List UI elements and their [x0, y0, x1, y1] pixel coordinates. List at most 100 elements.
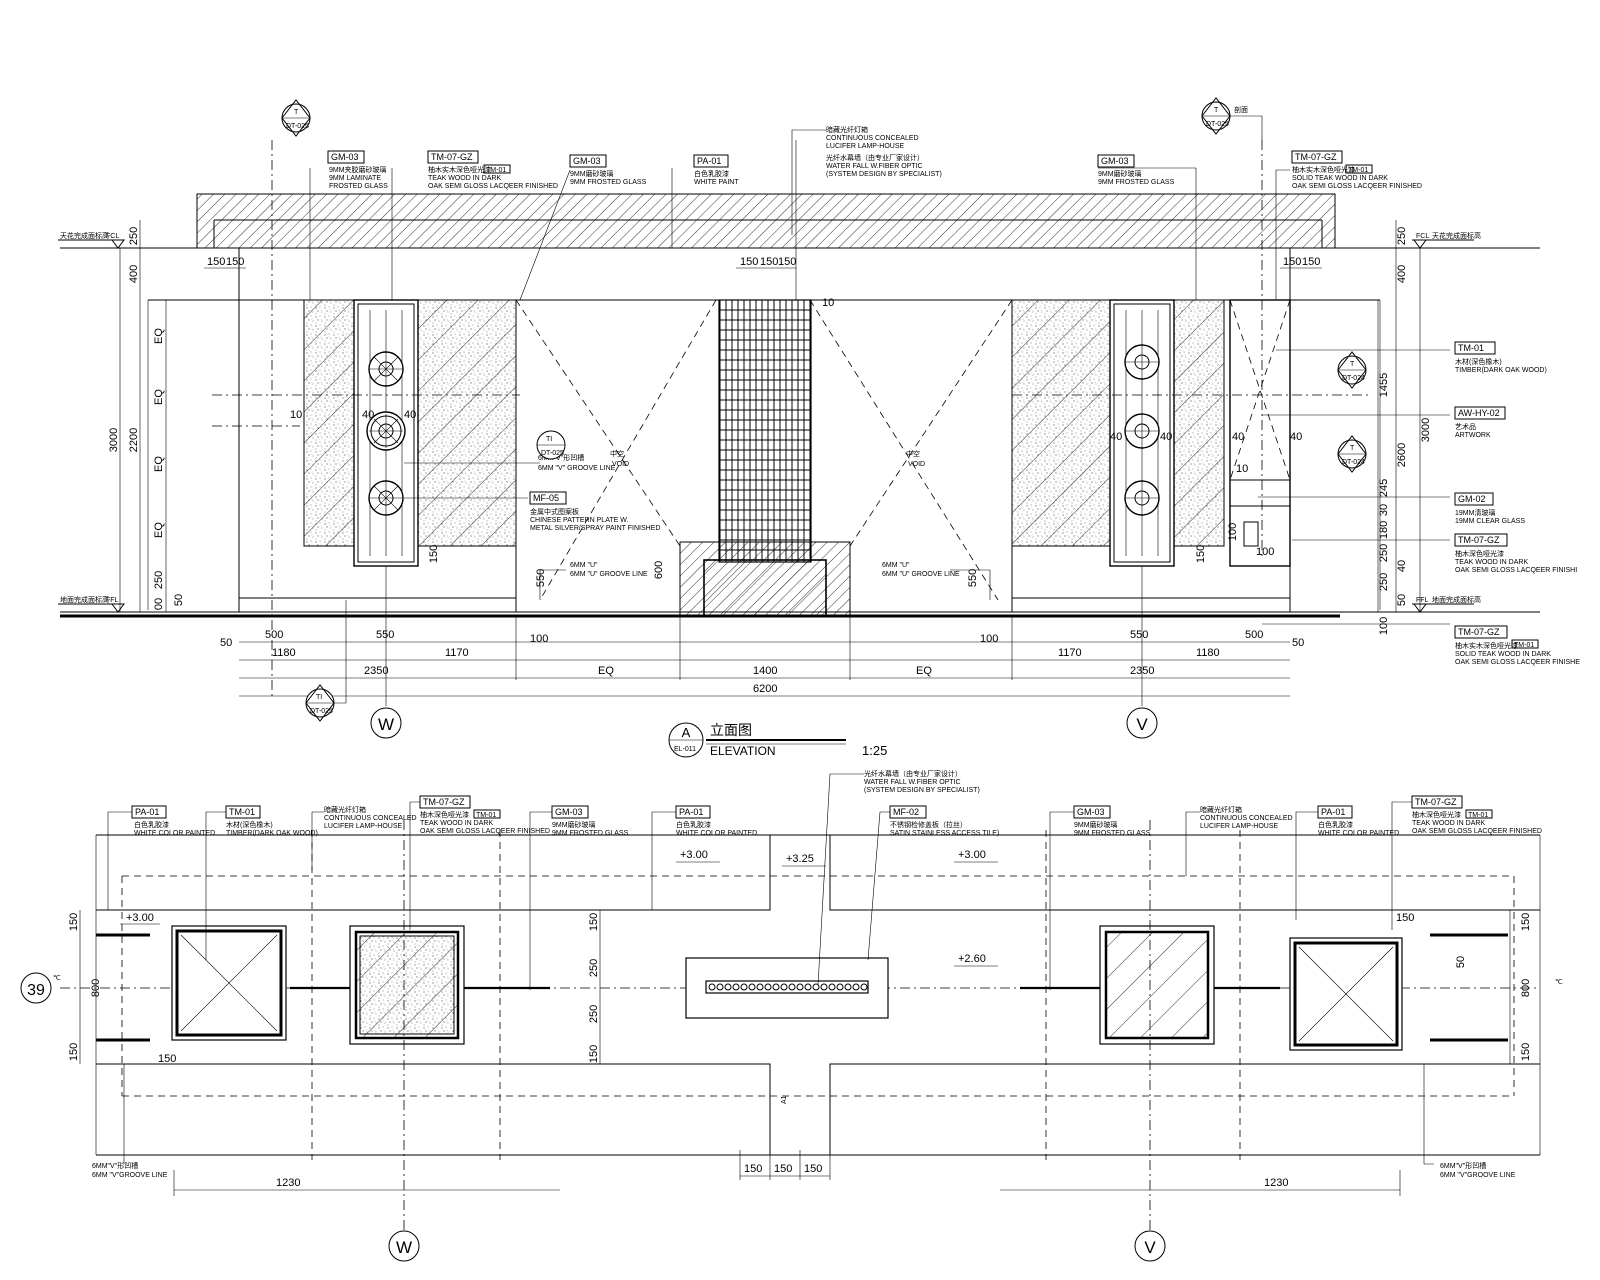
fiber-nozzle: [756, 983, 764, 991]
svg-text:2350: 2350: [364, 665, 388, 677]
plan-box-tm07-right: [1099, 925, 1215, 1045]
svg-text:柚木实木深色哑光漆: 柚木实木深色哑光漆: [428, 165, 491, 174]
svg-text:WATER FALL W.FIBER OPTIC: WATER FALL W.FIBER OPTIC: [826, 163, 923, 170]
svg-text:150: 150: [68, 1043, 80, 1061]
note-void-right: 中空 VOID: [906, 449, 925, 468]
svg-text:500: 500: [1245, 629, 1263, 641]
tag-gm03-right: GM-03 9MM磨砂玻璃 9MM FROSTED GLASS: [1097, 154, 1175, 186]
note-groove-v: 6MM"V"形凹槽 6MM "V" GROOVE LINE: [404, 453, 616, 472]
svg-text:WHITE COLOR PAINTED: WHITE COLOR PAINTED: [134, 830, 215, 837]
svg-text:地面完成面标高: 地面完成面标高: [1432, 595, 1481, 604]
svg-text:6MM"V"形凹槽: 6MM"V"形凹槽: [92, 1161, 138, 1170]
svg-text:DT-024: DT-024: [1342, 375, 1365, 382]
svg-text:+3.00: +3.00: [680, 849, 708, 861]
level-marker-fcl-right: 天花完成面标高 FCL: [1412, 231, 1481, 249]
svg-text:柚木深色哑光漆: 柚木深色哑光漆: [1455, 549, 1504, 558]
note-u-groove-left: 6MM "U" 6MM "U" GROOVE LINE: [539, 562, 648, 600]
svg-text:A1: A1: [781, 1095, 788, 1104]
svg-text:MF-02: MF-02: [893, 807, 919, 817]
svg-text:METAL SILVER/SPRAY PAINT FINIS: METAL SILVER/SPRAY PAINT FINISHED: [530, 525, 660, 532]
plan-tag-mf02: MF-02 不锈钢检修盖板（拉丝） SATIN STAINLESS ACCESS…: [867, 805, 999, 961]
fiber-nozzle: [812, 983, 820, 991]
svg-text:40: 40: [362, 409, 374, 421]
ceiling-slab: [196, 193, 1336, 249]
svg-text:6MM "V"GROOVE LINE: 6MM "V"GROOVE LINE: [92, 1172, 168, 1179]
svg-text:GM-03: GM-03: [1077, 807, 1105, 817]
svg-text:立面图: 立面图: [710, 722, 752, 738]
svg-text:1400: 1400: [753, 665, 777, 677]
svg-text:10: 10: [290, 409, 302, 421]
svg-text:50: 50: [173, 594, 185, 606]
svg-text:FFL: FFL: [106, 597, 119, 604]
svg-text:CONTINUOUS CONCEALED: CONTINUOUS CONCEALED: [826, 135, 919, 142]
svg-text:6MM"V"形凹槽: 6MM"V"形凹槽: [538, 453, 584, 462]
svg-text:150: 150: [588, 913, 600, 931]
plan-center-dims: 150 250 250 150: [588, 910, 601, 1064]
svg-text:EQ: EQ: [153, 456, 165, 472]
chinese-pattern-medallion: [366, 411, 406, 451]
svg-text:OAK SEMI GLOSS LACQEER FINISHE: OAK SEMI GLOSS LACQEER FINISHED: [1292, 183, 1422, 190]
plan-tag-lamp-left: 暗藏光纤灯箱 CONTINUOUS CONCEALED LUCIFER LAMP…: [311, 805, 417, 870]
plan-tag-gm03-right: GM-03 9MM磨砂玻璃 9MM FROSTED GLASS: [1049, 805, 1151, 990]
svg-text:150: 150: [740, 256, 758, 268]
svg-text:暗藏光纤灯箱: 暗藏光纤灯箱: [1200, 805, 1242, 814]
tag-tm07-left: TM-07-GZ TM-01 柚木实木深色哑光漆 TEAK WOOD IN DA…: [427, 150, 558, 190]
fiber-nozzle: [764, 983, 772, 991]
svg-text:150: 150: [760, 256, 778, 268]
svg-text:9MM磨砂玻璃: 9MM磨砂玻璃: [570, 169, 614, 178]
fiber-nozzle: [708, 983, 716, 991]
svg-text:150: 150: [774, 1163, 792, 1175]
svg-text:LUCIFER LAMP-HOUSE: LUCIFER LAMP-HOUSE: [324, 823, 403, 830]
svg-text:SOLID TEAK WOOD IN DARK: SOLID TEAK WOOD IN DARK: [1455, 651, 1551, 658]
svg-text:ARTWORK: ARTWORK: [1455, 432, 1491, 439]
svg-text:9MM磨砂玻璃: 9MM磨砂玻璃: [1098, 169, 1142, 178]
svg-text:3000: 3000: [1420, 418, 1432, 442]
svg-text:T: T: [294, 109, 299, 116]
level-marker-fcl-left: 天花完成面标高 FCL: [58, 231, 125, 249]
svg-text:不锈钢检修盖板（拉丝）: 不锈钢检修盖板（拉丝）: [890, 820, 967, 829]
svg-text:V: V: [1144, 1238, 1156, 1257]
section-marker-top-right: T DT-025 剖面: [1201, 97, 1263, 140]
left-dimension-chain: 250 400 3000 2200 EQ EQ EQ EQ 250 00 50: [108, 220, 185, 612]
svg-text:EL-011: EL-011: [674, 746, 696, 753]
fiber-nozzle: [820, 983, 828, 991]
svg-text:6MM "V"GROOVE LINE: 6MM "V"GROOVE LINE: [1440, 1172, 1516, 1179]
plan-view: 39 ℃ ℃ PA-01 白色乳胶漆 WHITE COLOR PAINTED T…: [20, 769, 1563, 1262]
svg-text:600: 600: [653, 561, 665, 579]
svg-text:SATIN STAINLESS ACCESS TILE): SATIN STAINLESS ACCESS TILE): [890, 830, 999, 837]
svg-text:150: 150: [68, 913, 80, 931]
svg-text:光纤水幕墙（由专业厂家设计）: 光纤水幕墙（由专业厂家设计）: [864, 769, 962, 778]
svg-text:GM-02: GM-02: [1458, 494, 1486, 504]
svg-text:TIMBER(DARK OAK WOOD): TIMBER(DARK OAK WOOD): [1455, 367, 1547, 374]
svg-text:150: 150: [744, 1163, 762, 1175]
svg-text:FCL: FCL: [106, 233, 119, 240]
svg-text:中空: 中空: [906, 449, 920, 458]
plan-tag-lamp-right: 暗藏光纤灯箱 CONTINUOUS CONCEALED LUCIFER LAMP…: [1185, 805, 1293, 876]
svg-text:245: 245: [1378, 479, 1390, 497]
svg-text:OAK SEMI GLOSS LACQEER FINISHI: OAK SEMI GLOSS LACQEER FINISHI: [1455, 567, 1577, 574]
svg-text:DT-025: DT-025: [541, 450, 564, 457]
svg-text:100: 100: [1256, 546, 1274, 558]
svg-text:+3.00: +3.00: [958, 849, 986, 861]
svg-text:40: 40: [1232, 431, 1244, 443]
svg-text:150: 150: [1520, 1043, 1532, 1061]
svg-text:木材(深色橡木): 木材(深色橡木): [226, 820, 273, 829]
svg-text:800: 800: [90, 979, 102, 997]
fiber-nozzle: [852, 983, 860, 991]
svg-text:℃: ℃: [1555, 979, 1563, 986]
chinese-pattern-medallion: [368, 480, 404, 516]
svg-text:150: 150: [1396, 912, 1414, 924]
svg-text:9MM LAMINATE: 9MM LAMINATE: [329, 175, 381, 182]
svg-text:100: 100: [530, 633, 548, 645]
svg-text:TM-01: TM-01: [476, 812, 496, 819]
svg-text:FFL: FFL: [1416, 597, 1429, 604]
svg-text:天花完成面标高: 天花完成面标高: [60, 231, 109, 240]
svg-text:9MM FROSTED GLASS: 9MM FROSTED GLASS: [1098, 179, 1175, 186]
level-marker-ffl-right: 地面完成面标高 FFL: [1412, 595, 1481, 613]
plan-tag-tm07-right: TM-07-GZ TM-01 柚木深色哑光漆 TEAK WOOD IN DARK…: [1391, 795, 1542, 930]
svg-text:暗藏光纤灯箱: 暗藏光纤灯箱: [826, 125, 868, 134]
fiber-optic-nozzles: [708, 983, 868, 991]
section-marker-right-upper: T DT-024: [1337, 351, 1367, 389]
svg-text:+2.60: +2.60: [958, 953, 986, 965]
fiber-nozzle: [860, 983, 868, 991]
